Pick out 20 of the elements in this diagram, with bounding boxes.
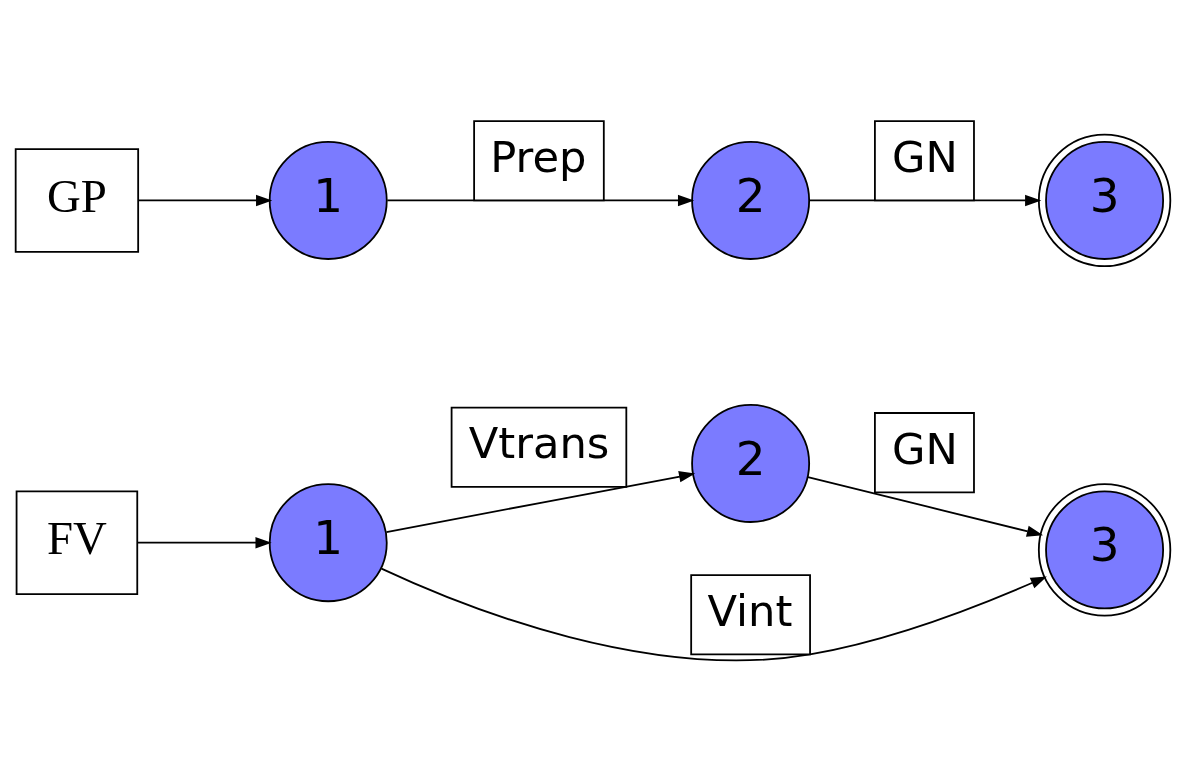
edge-label: GN [892, 423, 958, 474]
edge-label: Vtrans [468, 418, 610, 469]
node-circle: 3 [1037, 133, 1172, 268]
node-box: FV [15, 490, 139, 595]
edge-label: Prep [490, 132, 587, 182]
arrow [808, 194, 1042, 207]
node-box: GP [14, 148, 140, 253]
node-circle: 3 [1037, 483, 1172, 617]
node-circle: 2 [691, 404, 811, 523]
arrow [137, 194, 273, 207]
edge-label: Vint [707, 585, 793, 636]
arrow [136, 537, 272, 549]
arrow [380, 567, 1047, 662]
arrow [807, 476, 1044, 537]
node-circle: 2 [691, 141, 811, 260]
arrow [386, 194, 695, 207]
arrow [385, 471, 696, 533]
edge-label: GN [892, 132, 958, 182]
node-circle: 1 [268, 141, 388, 260]
node-circle: 1 [268, 483, 388, 603]
